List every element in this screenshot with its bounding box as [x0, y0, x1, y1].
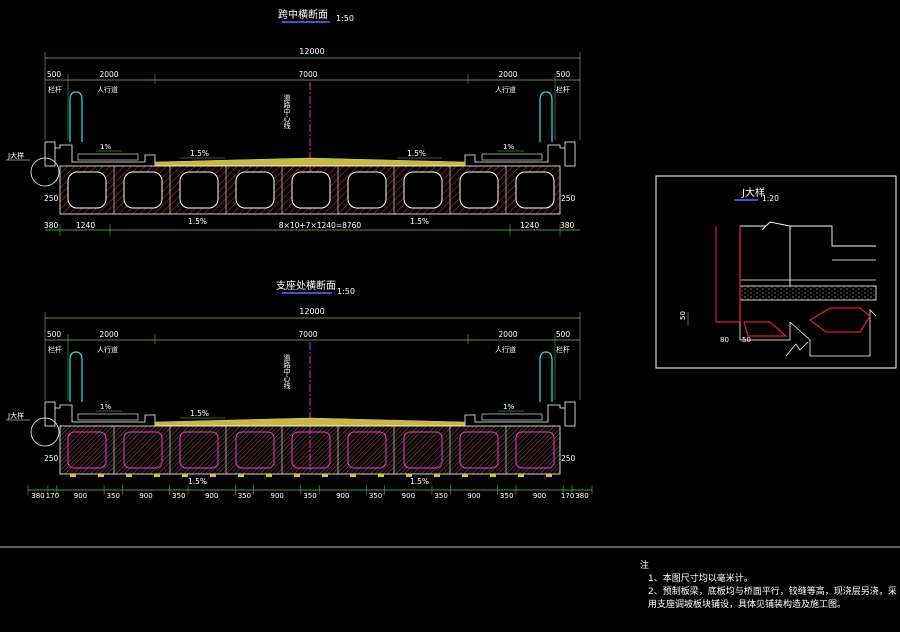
- detail-frame: [655, 175, 897, 369]
- top-bottom-1240-left: 1240: [76, 221, 95, 230]
- support-bottom-dim-3: 350: [107, 492, 120, 500]
- top-road-center-label: 道路中心线: [283, 93, 291, 129]
- support-bottom-dim-17: 170: [561, 492, 574, 500]
- support-seg-2000-left: 2000: [99, 330, 118, 339]
- notes-block: 注 1、本图尺寸均以毫米计。 2、预制板梁，底板均与桥面平行，铰缝等高，现浇层另…: [640, 560, 898, 612]
- top-rail-right-label: 栏杆: [556, 85, 570, 94]
- detail-j: J大样 1:20 50 80 50: [655, 175, 897, 369]
- support-rail-right-label: 栏杆: [556, 345, 570, 354]
- notes-line-1: 1、本图尺寸均以毫米计。: [648, 574, 753, 584]
- support-section-title: 支座处横断面: [276, 279, 336, 292]
- support-seg-500-right: 500: [556, 330, 571, 339]
- support-detail-callout: J大样: [7, 411, 24, 420]
- top-slope-road-right: 1.5%: [407, 149, 426, 158]
- top-total-width: 12000: [299, 47, 324, 56]
- support-height-right: 250: [561, 454, 576, 463]
- top-height-left: 250: [44, 194, 59, 203]
- support-bottom-dim-5: 350: [172, 492, 185, 500]
- detail-title: J大样: [741, 186, 765, 199]
- support-bottom-dim-16: 900: [533, 492, 546, 500]
- support-bottom-dim-14: 900: [467, 492, 480, 500]
- top-height-right: 250: [561, 194, 576, 203]
- support-sidewalk-left-label: 人行道: [97, 345, 118, 354]
- support-bottom-dim-6: 900: [205, 492, 218, 500]
- support-slope-bottom-left: 1.5%: [188, 477, 207, 486]
- support-seg-7000: 7000: [298, 330, 317, 339]
- top-seg-2000-left: 2000: [99, 70, 118, 79]
- support-bottom-dim-7: 350: [238, 492, 251, 500]
- top-section-title: 跨中横断面: [278, 8, 328, 21]
- support-bottom-dim-13: 350: [434, 492, 447, 500]
- top-seg-7000: 7000: [298, 70, 317, 79]
- top-slope-right-sidewalk: 1%: [503, 143, 514, 151]
- top-detail-callout: J大样: [7, 151, 24, 160]
- top-bottom-380-right: 380: [560, 221, 575, 230]
- notes-heading: 注: [640, 561, 650, 571]
- notes-line-2: 2、预制板梁，底板均与桥面平行，铰缝等高，现浇层另浇，采用支座调坡板块铺设，具体…: [648, 587, 897, 610]
- support-rail-right: [539, 351, 553, 402]
- top-bottom-formula: 8×10+7×1240=8760: [279, 221, 362, 230]
- top-cross-section: 跨中横断面 1:50 12000 500 2000 7000 2000 500 …: [6, 8, 581, 236]
- top-rail-right: [539, 91, 553, 142]
- support-rail-left: [69, 351, 83, 402]
- top-rail-left-label: 栏杆: [48, 85, 62, 94]
- support-detail-circle: [30, 417, 60, 447]
- support-bottom-dim-18: 380: [575, 492, 588, 500]
- support-height-left: 250: [44, 454, 59, 463]
- top-sidewalk-left-label: 人行道: [97, 85, 118, 94]
- support-bottom-dim-10: 900: [336, 492, 349, 500]
- top-slope-left-sidewalk: 1%: [100, 143, 111, 151]
- support-slope-right-sidewalk: 1%: [503, 403, 514, 411]
- top-rail-left: [69, 91, 83, 142]
- support-rail-left-label: 栏杆: [48, 345, 62, 354]
- support-sidewalk-right-label: 人行道: [495, 345, 516, 354]
- top-seg-500-left: 500: [47, 70, 62, 79]
- support-road-asphalt: [154, 417, 466, 427]
- support-bottom-dim-11: 350: [369, 492, 382, 500]
- top-detail-circle: [30, 157, 60, 187]
- detail-asphalt-layer: [739, 285, 877, 301]
- support-slope-left-sidewalk: 1%: [100, 403, 111, 411]
- top-sidewalk-right-label: 人行道: [495, 85, 516, 94]
- top-slope-bottom-left: 1.5%: [188, 217, 207, 226]
- support-bottom-dim-4: 900: [139, 492, 152, 500]
- support-bottom-dim-9: 350: [303, 492, 316, 500]
- support-bottom-dim-15: 350: [500, 492, 513, 500]
- support-section-scale: 1:50: [337, 287, 355, 296]
- support-slope-road-left: 1.5%: [190, 409, 209, 418]
- top-bottom-1240-right: 1240: [520, 221, 539, 230]
- top-slab-voids: [67, 171, 555, 209]
- support-bottom-dim-0: 380: [31, 492, 44, 500]
- support-total-width: 12000: [299, 307, 324, 316]
- top-slope-road-left: 1.5%: [190, 149, 209, 158]
- top-seg-500-right: 500: [556, 70, 571, 79]
- support-bottom-dim-12: 900: [402, 492, 415, 500]
- support-slab-voids: [67, 431, 555, 469]
- support-bottom-dim-2: 900: [74, 492, 87, 500]
- top-road-asphalt: [154, 157, 466, 167]
- top-slope-bottom-right: 1.5%: [410, 217, 429, 226]
- support-road-center-label: 道路中心线: [283, 353, 291, 389]
- support-bearings: [70, 474, 552, 477]
- support-bottom-dim-8: 900: [271, 492, 284, 500]
- detail-dim-50: 50: [742, 336, 751, 344]
- support-slab-body: [59, 425, 561, 475]
- support-slope-bottom-right: 1.5%: [410, 477, 429, 486]
- support-cross-section: 支座处横断面 1:50 12000 500 2000 7000 2000 500…: [6, 279, 593, 500]
- top-bottom-380-left: 380: [44, 221, 59, 230]
- support-seg-500-left: 500: [47, 330, 62, 339]
- support-bottom-dim-1: 170: [46, 492, 59, 500]
- detail-dim-50-vertical: 50: [679, 311, 687, 320]
- detail-scale: 1:20: [762, 194, 779, 203]
- top-section-scale: 1:50: [336, 14, 354, 23]
- support-seg-2000-right: 2000: [498, 330, 517, 339]
- detail-dim-80: 80: [720, 336, 729, 344]
- top-seg-2000-right: 2000: [498, 70, 517, 79]
